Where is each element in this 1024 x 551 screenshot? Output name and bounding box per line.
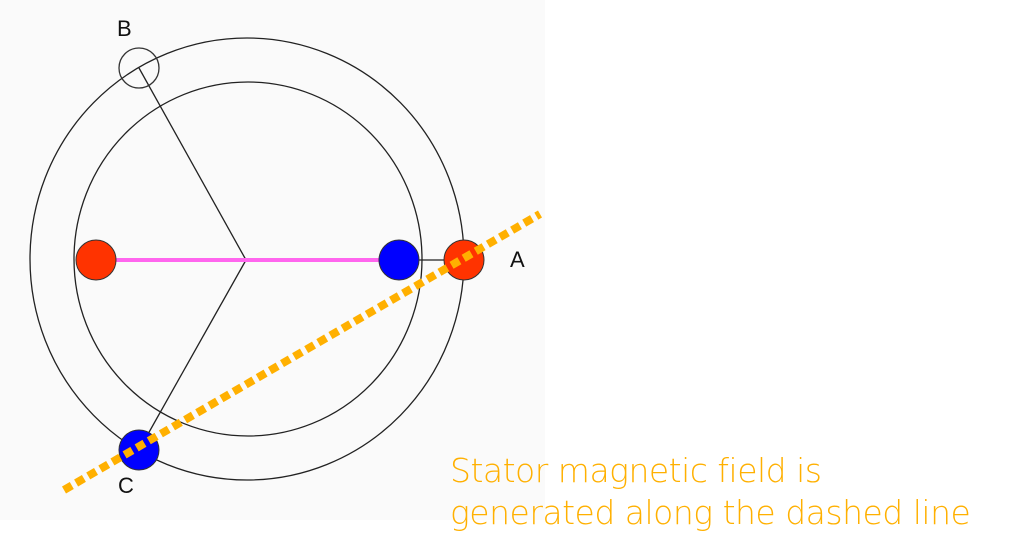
winding-b-line bbox=[138, 67, 247, 261]
caption: Stator magnetic field is generated along… bbox=[450, 450, 971, 534]
coil-b bbox=[118, 47, 160, 89]
rotor-pole-red bbox=[75, 239, 117, 281]
stator-field-dashed-line bbox=[61, 210, 543, 494]
caption-line-1: Stator magnetic field is bbox=[450, 451, 822, 490]
rotor-pole-blue bbox=[378, 239, 420, 281]
label-a: A bbox=[510, 247, 525, 272]
caption-line-2: generated along the dashed line bbox=[450, 493, 971, 532]
coil-a bbox=[443, 239, 485, 281]
label-b: B bbox=[117, 16, 132, 41]
stator-inner-ring bbox=[73, 81, 423, 437]
winding-c-line bbox=[138, 259, 247, 451]
label-c: C bbox=[118, 473, 134, 498]
